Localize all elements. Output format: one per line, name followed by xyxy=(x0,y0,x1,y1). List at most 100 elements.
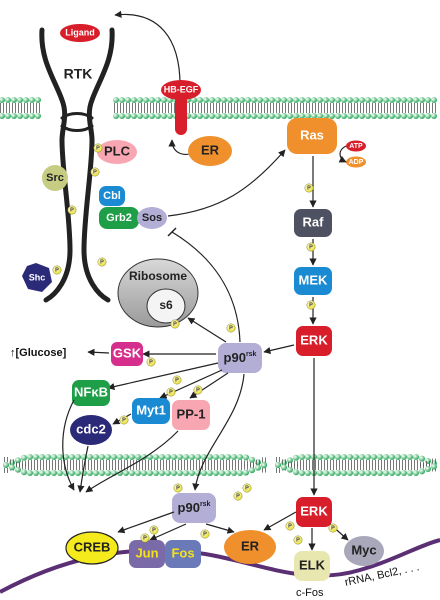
er-nuc-label: ER xyxy=(241,538,260,553)
phosphate-marker: P xyxy=(293,535,303,545)
svg-text:P: P xyxy=(331,525,335,531)
svg-text:p90rsk: p90rsk xyxy=(224,350,257,365)
rtk-receptor xyxy=(39,27,115,303)
phosphate-marker: P xyxy=(226,323,236,333)
gsk-node: GSK xyxy=(111,342,143,366)
hb-egf-label: HB-EGF xyxy=(164,84,199,94)
svg-text:P: P xyxy=(175,377,179,383)
gsk-label: GSK xyxy=(113,345,142,360)
p90-nuc-sup: rsk xyxy=(200,501,211,508)
pp1-label: PP-1 xyxy=(177,406,206,421)
erk-nuc-label: ERK xyxy=(300,503,328,518)
inhibit-bar xyxy=(167,227,177,237)
hb-egf-node: HB-EGF xyxy=(161,80,201,135)
erk-cyto-label: ERK xyxy=(300,332,328,347)
raf-label: Raf xyxy=(303,214,325,229)
arrow-p90-to-jun xyxy=(149,523,187,541)
svg-text:P: P xyxy=(169,389,173,395)
er-top-label: ER xyxy=(201,142,220,157)
erk-nuc-node: ERK xyxy=(296,497,332,527)
mek-node: MEK xyxy=(294,267,332,295)
svg-text:P: P xyxy=(100,259,104,265)
myt1-node: Myt1 xyxy=(132,398,170,424)
svg-text:P: P xyxy=(288,523,292,529)
phosphate-marker: P xyxy=(52,265,62,275)
targets-label: rRNA, Bcl2, . . . xyxy=(344,561,421,588)
nfkb-node: NFκB xyxy=(72,380,110,406)
raf-node: Raf xyxy=(294,209,332,237)
adp-label: ADP xyxy=(349,159,364,166)
phosphate-marker: P xyxy=(173,483,183,493)
arrow-erk-to-er-nuc xyxy=(263,511,297,531)
ribosome-label: Ribosome xyxy=(129,269,187,283)
arrow-nfkb-to-nucleus xyxy=(62,399,75,491)
arrow-sos-to-ras xyxy=(167,149,286,217)
er-top-node: ER xyxy=(188,136,232,166)
myt1-label: Myt1 xyxy=(136,402,166,417)
svg-text:P: P xyxy=(245,485,249,491)
shc-label: Shc xyxy=(29,272,46,282)
shc-node: Shc xyxy=(22,263,52,292)
myc-node: Myc xyxy=(344,536,384,566)
adp-node: ADP xyxy=(346,156,366,168)
arrow-gsk-to-glucose xyxy=(87,348,110,356)
svg-text:P: P xyxy=(236,493,240,499)
plc-label: PLC xyxy=(104,143,131,158)
atp-node: ATP xyxy=(346,140,366,152)
rtk-label: RTK xyxy=(64,66,93,82)
er-nuc-node: ER xyxy=(224,530,276,564)
phosphate-marker: P xyxy=(146,357,156,367)
phosphate-marker: P xyxy=(166,387,176,397)
grb2-node: Grb2 xyxy=(99,207,139,229)
erk-cyto-node: ERK xyxy=(296,326,332,356)
cdc2-label: cdc2 xyxy=(76,421,106,436)
nfkb-label: NFκB xyxy=(74,384,108,399)
phosphate-marker: P xyxy=(140,533,150,543)
fos-label: Fos xyxy=(171,545,194,560)
p90-cyto-node: p90rsk xyxy=(218,343,262,373)
phosphate-marker: P xyxy=(328,523,338,533)
arrow-p90-to-s6 xyxy=(187,317,227,343)
cdc2-node: cdc2 xyxy=(70,415,112,445)
svg-text:P: P xyxy=(196,387,200,393)
arrow-p90-to-creb xyxy=(117,511,175,534)
elk-node: ELK xyxy=(294,551,330,581)
ras-label: Ras xyxy=(300,127,324,142)
phosphate-marker: P xyxy=(93,143,103,153)
nuclear-membrane xyxy=(3,454,437,476)
p90-nuc-label: p90 xyxy=(178,500,200,515)
phosphate-marker: P xyxy=(170,319,180,329)
svg-text:P: P xyxy=(173,321,177,327)
arrow-erk-to-p90 xyxy=(263,344,295,355)
phosphate-marker: P xyxy=(306,300,316,310)
phosphate-marker: P xyxy=(200,529,210,539)
sos-label: Sos xyxy=(142,212,162,224)
creb-node: CREB xyxy=(65,531,119,565)
ribosome-node: Ribosome s6 xyxy=(117,258,199,328)
phosphate-marker: P xyxy=(67,205,77,215)
phosphate-marker: P xyxy=(172,375,182,385)
svg-text:P: P xyxy=(203,531,207,537)
src-label: Src xyxy=(46,172,64,184)
svg-text:p90rsk: p90rsk xyxy=(178,500,211,515)
plc-node: PLC xyxy=(97,140,137,164)
pp1-node: PP-1 xyxy=(172,400,210,430)
phosphate-marker: P xyxy=(149,525,159,535)
arrow-hbegf-to-ligand xyxy=(114,10,181,86)
p90-cyto-sup: rsk xyxy=(246,351,257,358)
sos-node: Sos xyxy=(137,207,167,229)
svg-text:P: P xyxy=(143,535,147,541)
fos-node: Fos xyxy=(165,540,201,568)
inhibit-p90-to-sos xyxy=(171,231,241,343)
jun-label: Jun xyxy=(135,545,158,560)
svg-text:P: P xyxy=(309,302,313,308)
phosphate-marker: P xyxy=(90,167,100,177)
atp-label: ATP xyxy=(349,143,363,150)
p90-cyto-label: p90 xyxy=(224,350,246,365)
phosphate-marker: P xyxy=(233,491,243,501)
arrow-p90-to-nuclear-p90 xyxy=(192,373,245,491)
phosphate-marker: P xyxy=(306,242,316,252)
atp-adp-arc xyxy=(338,145,347,163)
elk-label: ELK xyxy=(299,557,326,572)
